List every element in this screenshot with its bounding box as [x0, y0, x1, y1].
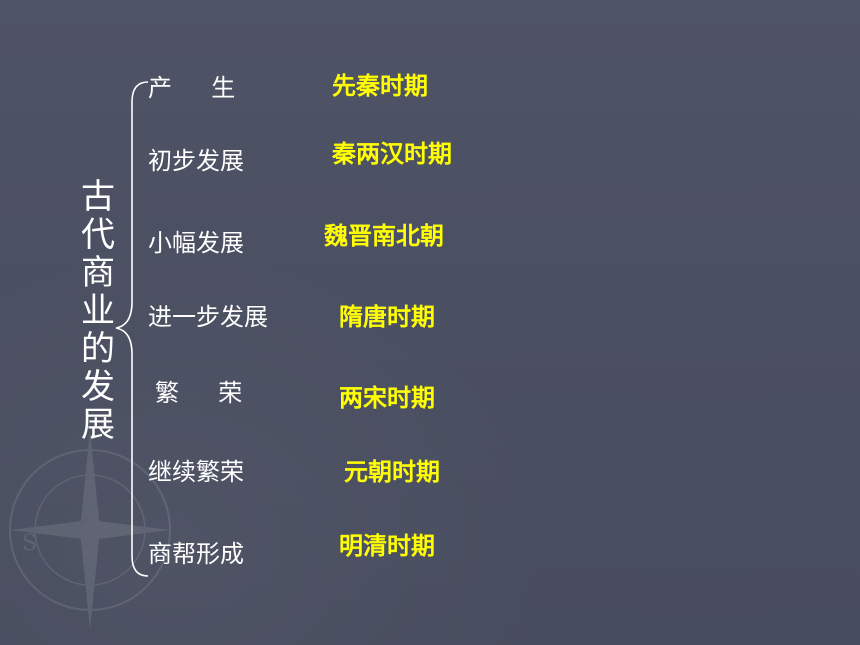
- curly-brace: [115, 81, 149, 577]
- period-label-2: 秦两汉时期: [332, 140, 452, 168]
- period-label-5: 两宋时期: [339, 384, 435, 412]
- vertical-title: 古代商业的发展: [81, 177, 115, 445]
- period-label-7: 明清时期: [339, 532, 435, 560]
- period-label-1: 先秦时期: [332, 72, 428, 100]
- stage-label-2: 初步发展: [148, 147, 244, 175]
- period-label-3: 魏晋南北朝: [324, 222, 444, 250]
- compass-watermark-icon: S: [9, 430, 171, 630]
- stage-label-3: 小幅发展: [148, 229, 244, 257]
- stage-label-1: 产 生: [148, 74, 236, 102]
- period-label-4: 隋唐时期: [339, 303, 435, 331]
- period-label-6: 元朝时期: [344, 458, 440, 486]
- stage-label-6: 继续繁荣: [148, 458, 244, 486]
- svg-text:S: S: [22, 531, 37, 556]
- stage-label-5: 繁 荣: [155, 379, 243, 407]
- stage-label-7: 商帮形成: [148, 540, 244, 568]
- stage-label-4: 进一步发展: [148, 303, 268, 331]
